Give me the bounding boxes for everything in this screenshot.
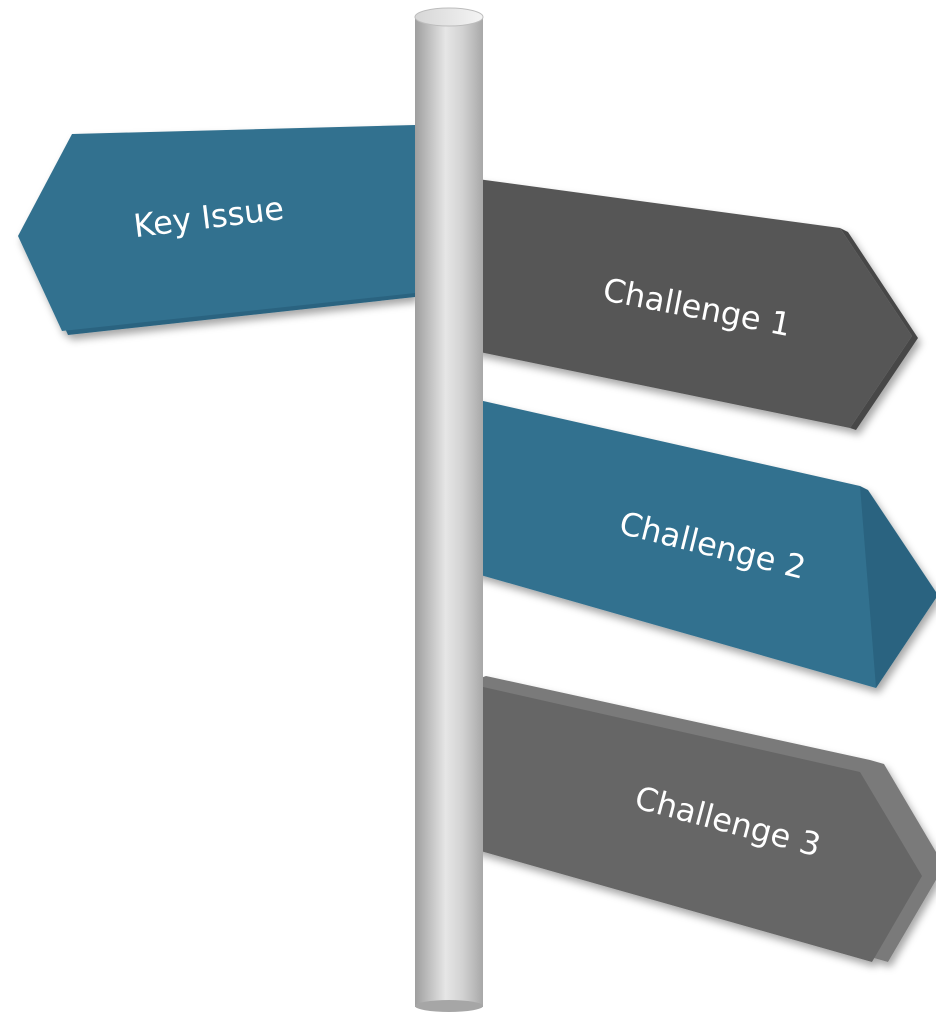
challenge-2-sign: [470, 398, 936, 688]
challenge-3-sign: [470, 676, 936, 962]
pole-shaft: [415, 17, 483, 1007]
challenge-1-sign: [470, 178, 918, 430]
signpost-pole: [414, 7, 484, 1012]
challenge-1-sign-edge: [840, 228, 918, 430]
challenge-2-sign-edge: [860, 486, 936, 688]
challenge-2-sign-face: [470, 398, 936, 688]
pole-bottom-cap: [415, 1000, 483, 1012]
challenge-1-sign-face: [470, 178, 912, 428]
pole-top-cap: [414, 7, 484, 27]
key-issue-sign-face: [18, 125, 415, 331]
key-issue-sign: [18, 125, 415, 335]
challenge-3-sign-face: [470, 684, 922, 962]
